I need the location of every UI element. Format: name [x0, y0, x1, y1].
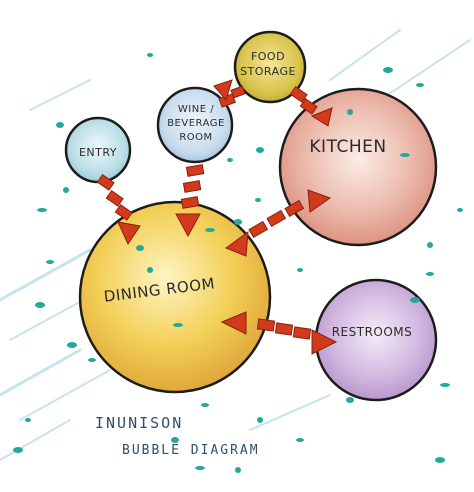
- kitchen-label: KITCHEN: [309, 137, 386, 157]
- restrooms-label: RESTROOMS: [332, 325, 413, 339]
- teal-dot: [25, 418, 31, 422]
- wine-label-line1: WINE /: [178, 104, 214, 115]
- teal-dot: [297, 268, 303, 272]
- arrow-wine-food: [213, 79, 246, 108]
- teal-dot: [400, 153, 410, 157]
- arrow-wine-dining: [175, 164, 205, 238]
- teal-dot: [347, 109, 353, 115]
- background-streaks: [0, 29, 471, 461]
- arrow-dining-restrooms: [220, 311, 338, 355]
- teal-dot: [37, 208, 47, 212]
- teal-dot: [205, 228, 215, 232]
- wine-beverage-bubble: [156, 86, 234, 164]
- teal-dot: [346, 397, 354, 403]
- teal-dot: [171, 437, 179, 443]
- teal-dot: [383, 67, 393, 73]
- teal-dot: [457, 208, 463, 212]
- teal-dot: [227, 158, 233, 162]
- wine-label-line3: ROOM: [179, 132, 212, 143]
- decorative-dots: [13, 53, 463, 473]
- teal-dot: [35, 302, 45, 308]
- teal-dot: [147, 267, 153, 273]
- wine-label-line2: BEVERAGE: [167, 118, 225, 129]
- teal-dot: [427, 242, 433, 248]
- teal-dot: [235, 467, 241, 473]
- arrow-entry-dining: [96, 174, 141, 246]
- teal-dot: [255, 198, 261, 202]
- arrow-kitchen-dining: [224, 189, 332, 257]
- teal-dot: [201, 403, 209, 407]
- teal-dot: [13, 447, 23, 453]
- teal-dot: [435, 457, 445, 463]
- teal-dot: [67, 342, 77, 348]
- caption-line2: BUBBLE DIAGRAM: [122, 443, 260, 458]
- connector-arrows: [96, 79, 338, 355]
- teal-dot: [46, 260, 54, 264]
- teal-dot: [416, 83, 424, 87]
- teal-dot: [256, 147, 264, 153]
- teal-dot: [234, 219, 242, 225]
- teal-dot: [56, 122, 64, 128]
- teal-dot: [257, 417, 263, 423]
- dining-room-bubble: [78, 200, 272, 394]
- caption-line1: INUNISON: [95, 414, 183, 432]
- entry-label: ENTRY: [79, 146, 117, 159]
- teal-dot: [88, 358, 96, 362]
- food-storage-label-line1: FOOD: [251, 50, 285, 63]
- teal-dot: [410, 297, 420, 303]
- teal-dot: [136, 245, 144, 251]
- teal-dot: [195, 466, 205, 470]
- teal-dot: [173, 323, 183, 327]
- teal-dot: [440, 383, 450, 387]
- teal-dot: [147, 53, 153, 57]
- teal-dot: [296, 438, 304, 442]
- kitchen-bubble: [278, 87, 438, 247]
- food-storage-bubble: [233, 30, 307, 104]
- food-storage-label-line2: STORAGE: [240, 65, 296, 78]
- arrow-food-kitchen: [289, 86, 333, 127]
- teal-dot: [426, 272, 434, 276]
- teal-dot: [63, 187, 69, 193]
